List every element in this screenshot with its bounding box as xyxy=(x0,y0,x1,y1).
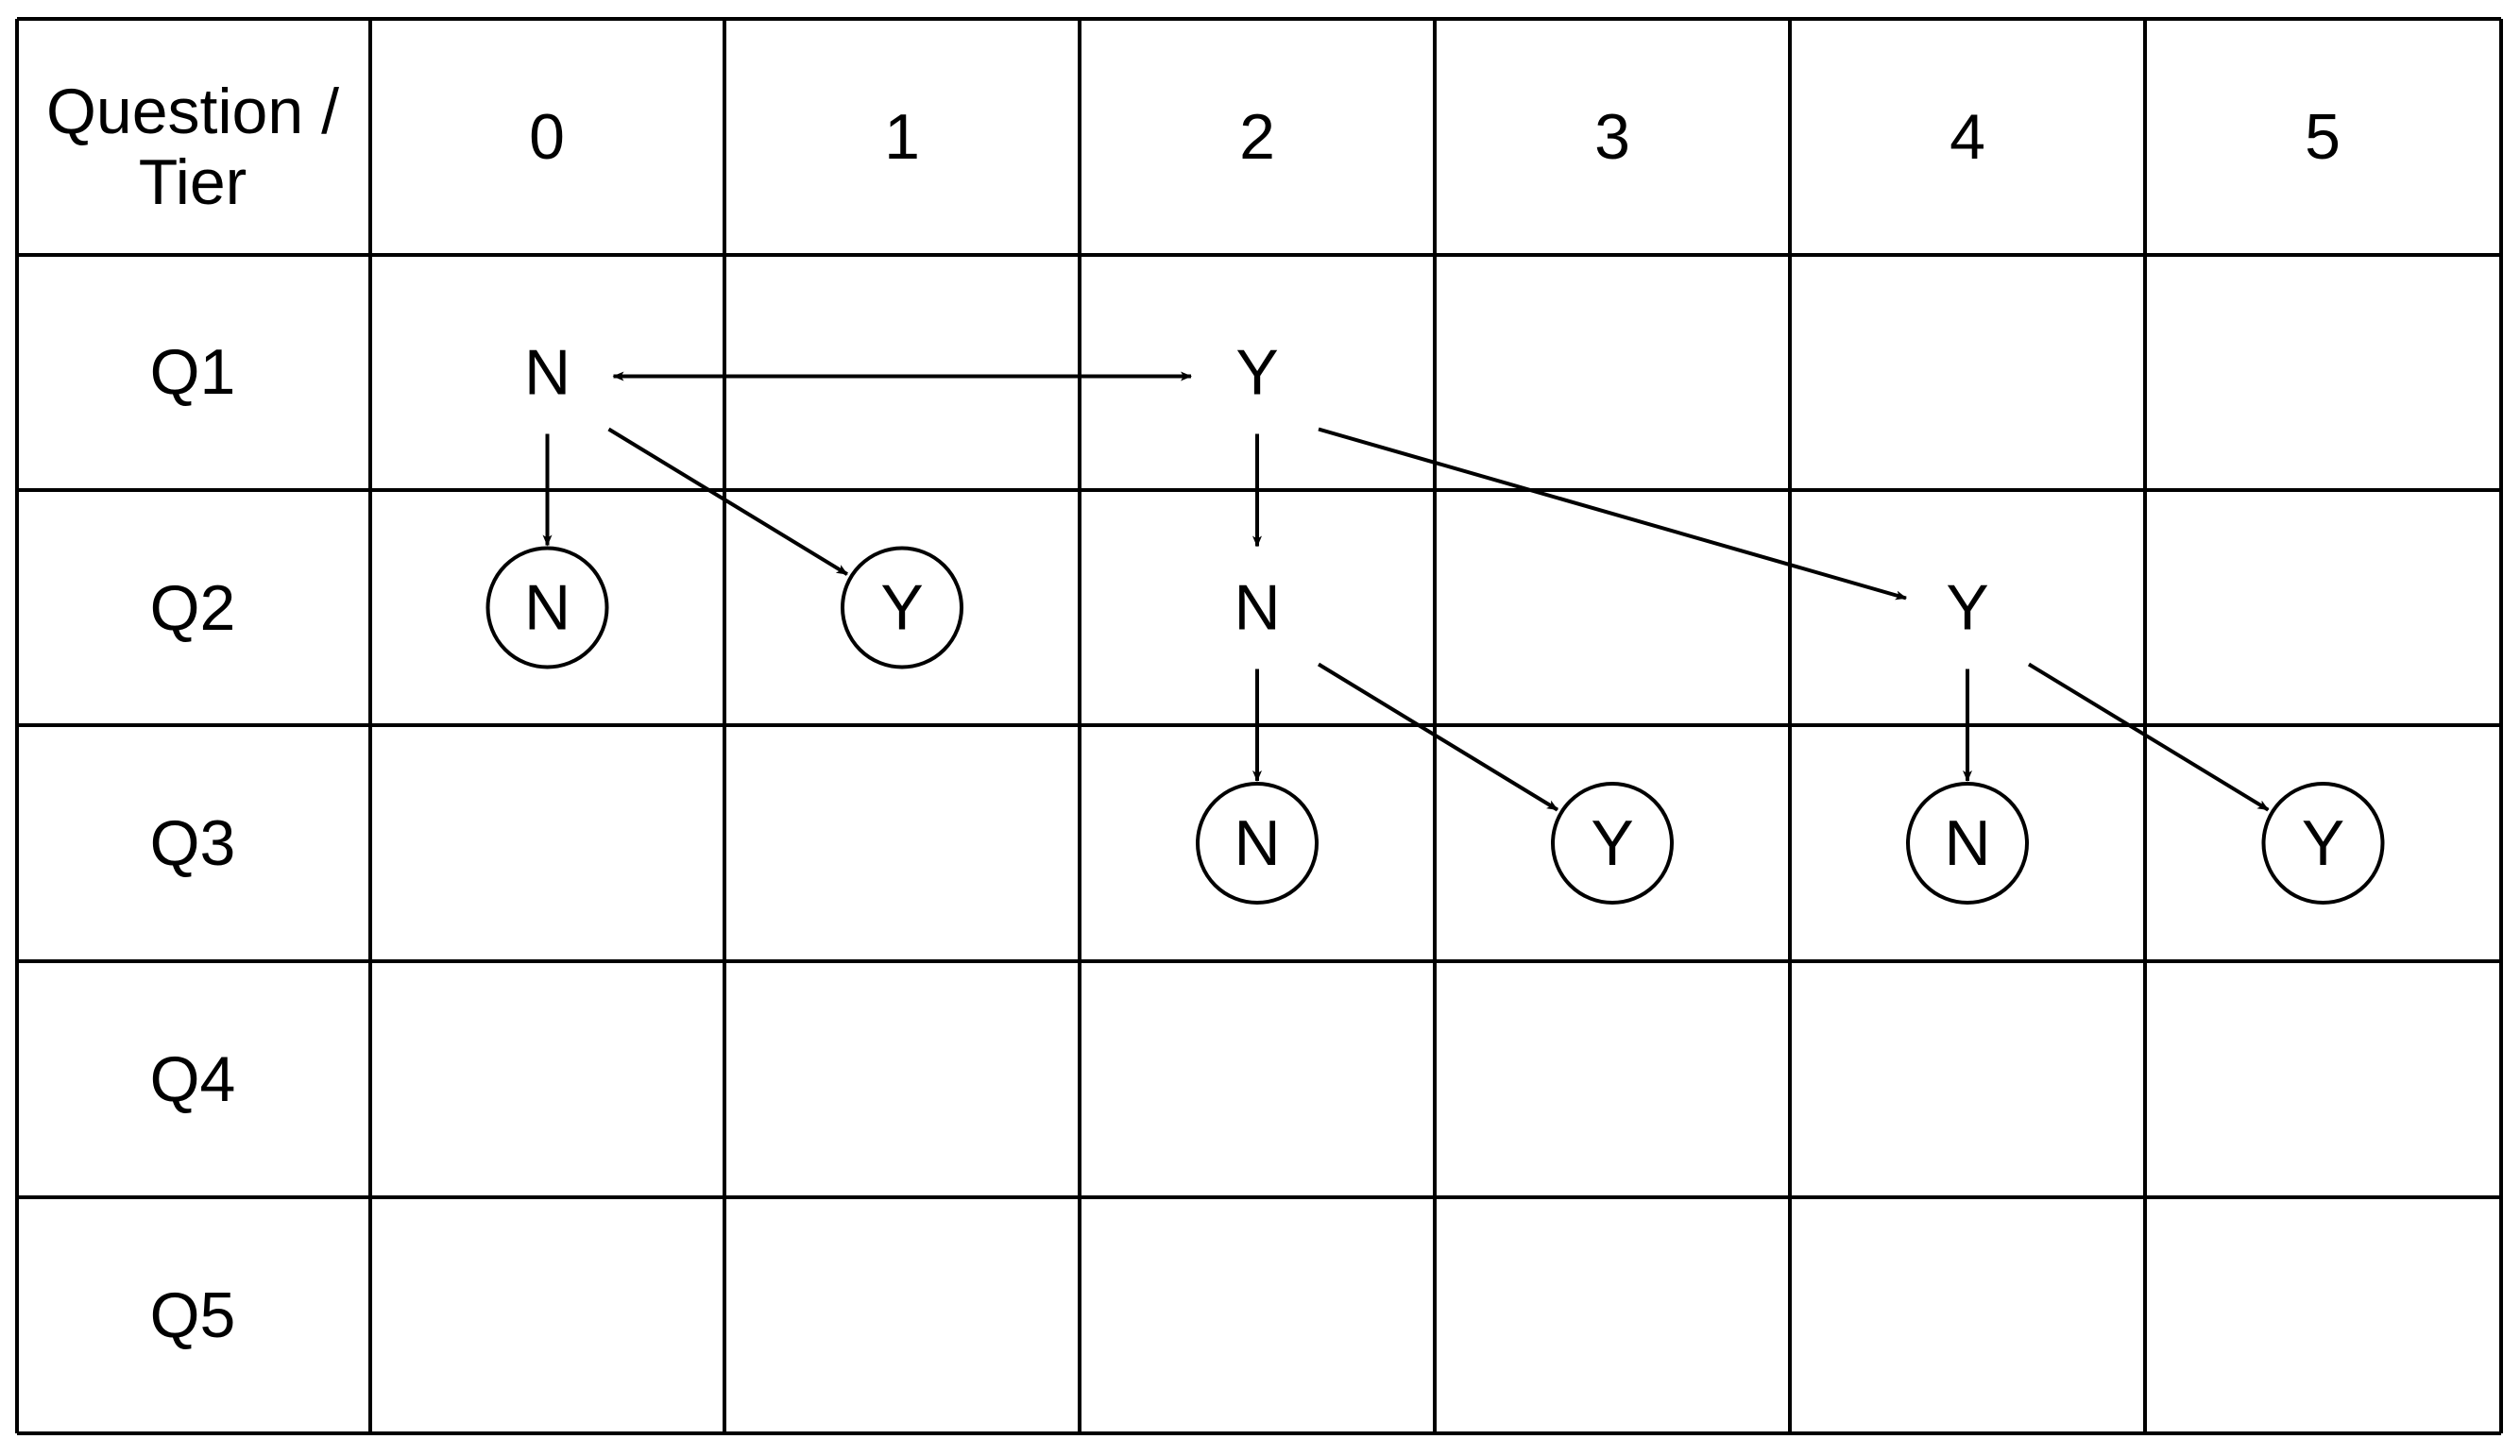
tier-header-0: 0 xyxy=(529,101,565,173)
node-label: Y xyxy=(2302,807,2344,879)
corner-header-line2: Tier xyxy=(139,146,247,218)
decision-node-q2-t2: N xyxy=(1234,572,1280,644)
node-label: Y xyxy=(1591,807,1633,879)
tier-header-2: 2 xyxy=(1239,101,1275,173)
node-label: N xyxy=(1234,807,1280,879)
node-label: N xyxy=(524,337,570,409)
tier-header-3: 3 xyxy=(1594,101,1630,173)
node-circle xyxy=(2261,782,2385,905)
question-row-q4: Q4 xyxy=(150,1043,236,1115)
decision-node-q2-t4: Y xyxy=(1946,572,1988,644)
arrow-q2-t4-to-q3-t5 xyxy=(2027,662,2270,812)
question-row-q3: Q3 xyxy=(150,807,236,879)
node-label: Y xyxy=(1946,572,1988,644)
tier-header-5: 5 xyxy=(2305,101,2341,173)
terminal-node-q3-t5: Y xyxy=(2261,782,2385,905)
arrow-q1-t0-to-q2-t1 xyxy=(607,427,848,576)
tier-header-4: 4 xyxy=(1950,101,1985,173)
node-layer: N Y N Y N Y N Y N Y xyxy=(485,337,2385,905)
node-label: N xyxy=(1944,807,1990,879)
question-row-q1: Q1 xyxy=(150,336,236,408)
corner-header-line1: Question / xyxy=(46,76,339,147)
node-label: N xyxy=(1234,572,1280,644)
arrow-q1-t2-to-q2-t4 xyxy=(1318,427,1907,601)
tier-header-1: 1 xyxy=(884,101,920,173)
node-label: Y xyxy=(880,572,923,644)
terminal-node-q3-t3: Y xyxy=(1551,782,1674,905)
node-circle xyxy=(841,546,963,669)
arrow-q2-t2-to-q3-t3 xyxy=(1317,662,1558,812)
question-row-q5: Q5 xyxy=(150,1279,236,1351)
node-circle xyxy=(1551,782,1674,905)
node-circle xyxy=(1196,782,1319,905)
terminal-node-q3-t4: N xyxy=(1906,782,2029,905)
edge-layer xyxy=(542,371,2270,812)
node-label: Y xyxy=(1235,337,1278,409)
grid-lines xyxy=(15,17,2503,1435)
decision-node-q1-t0: N xyxy=(524,337,570,409)
terminal-node-q2-t0: N xyxy=(485,546,609,669)
question-row-q2: Q2 xyxy=(150,572,236,644)
terminal-node-q3-t2: N xyxy=(1196,782,1319,905)
node-circle xyxy=(1906,782,2029,905)
node-circle xyxy=(485,546,609,669)
terminal-node-q2-t1: Y xyxy=(841,546,963,669)
node-label: N xyxy=(524,572,570,644)
decision-node-q1-t2: Y xyxy=(1235,337,1278,409)
